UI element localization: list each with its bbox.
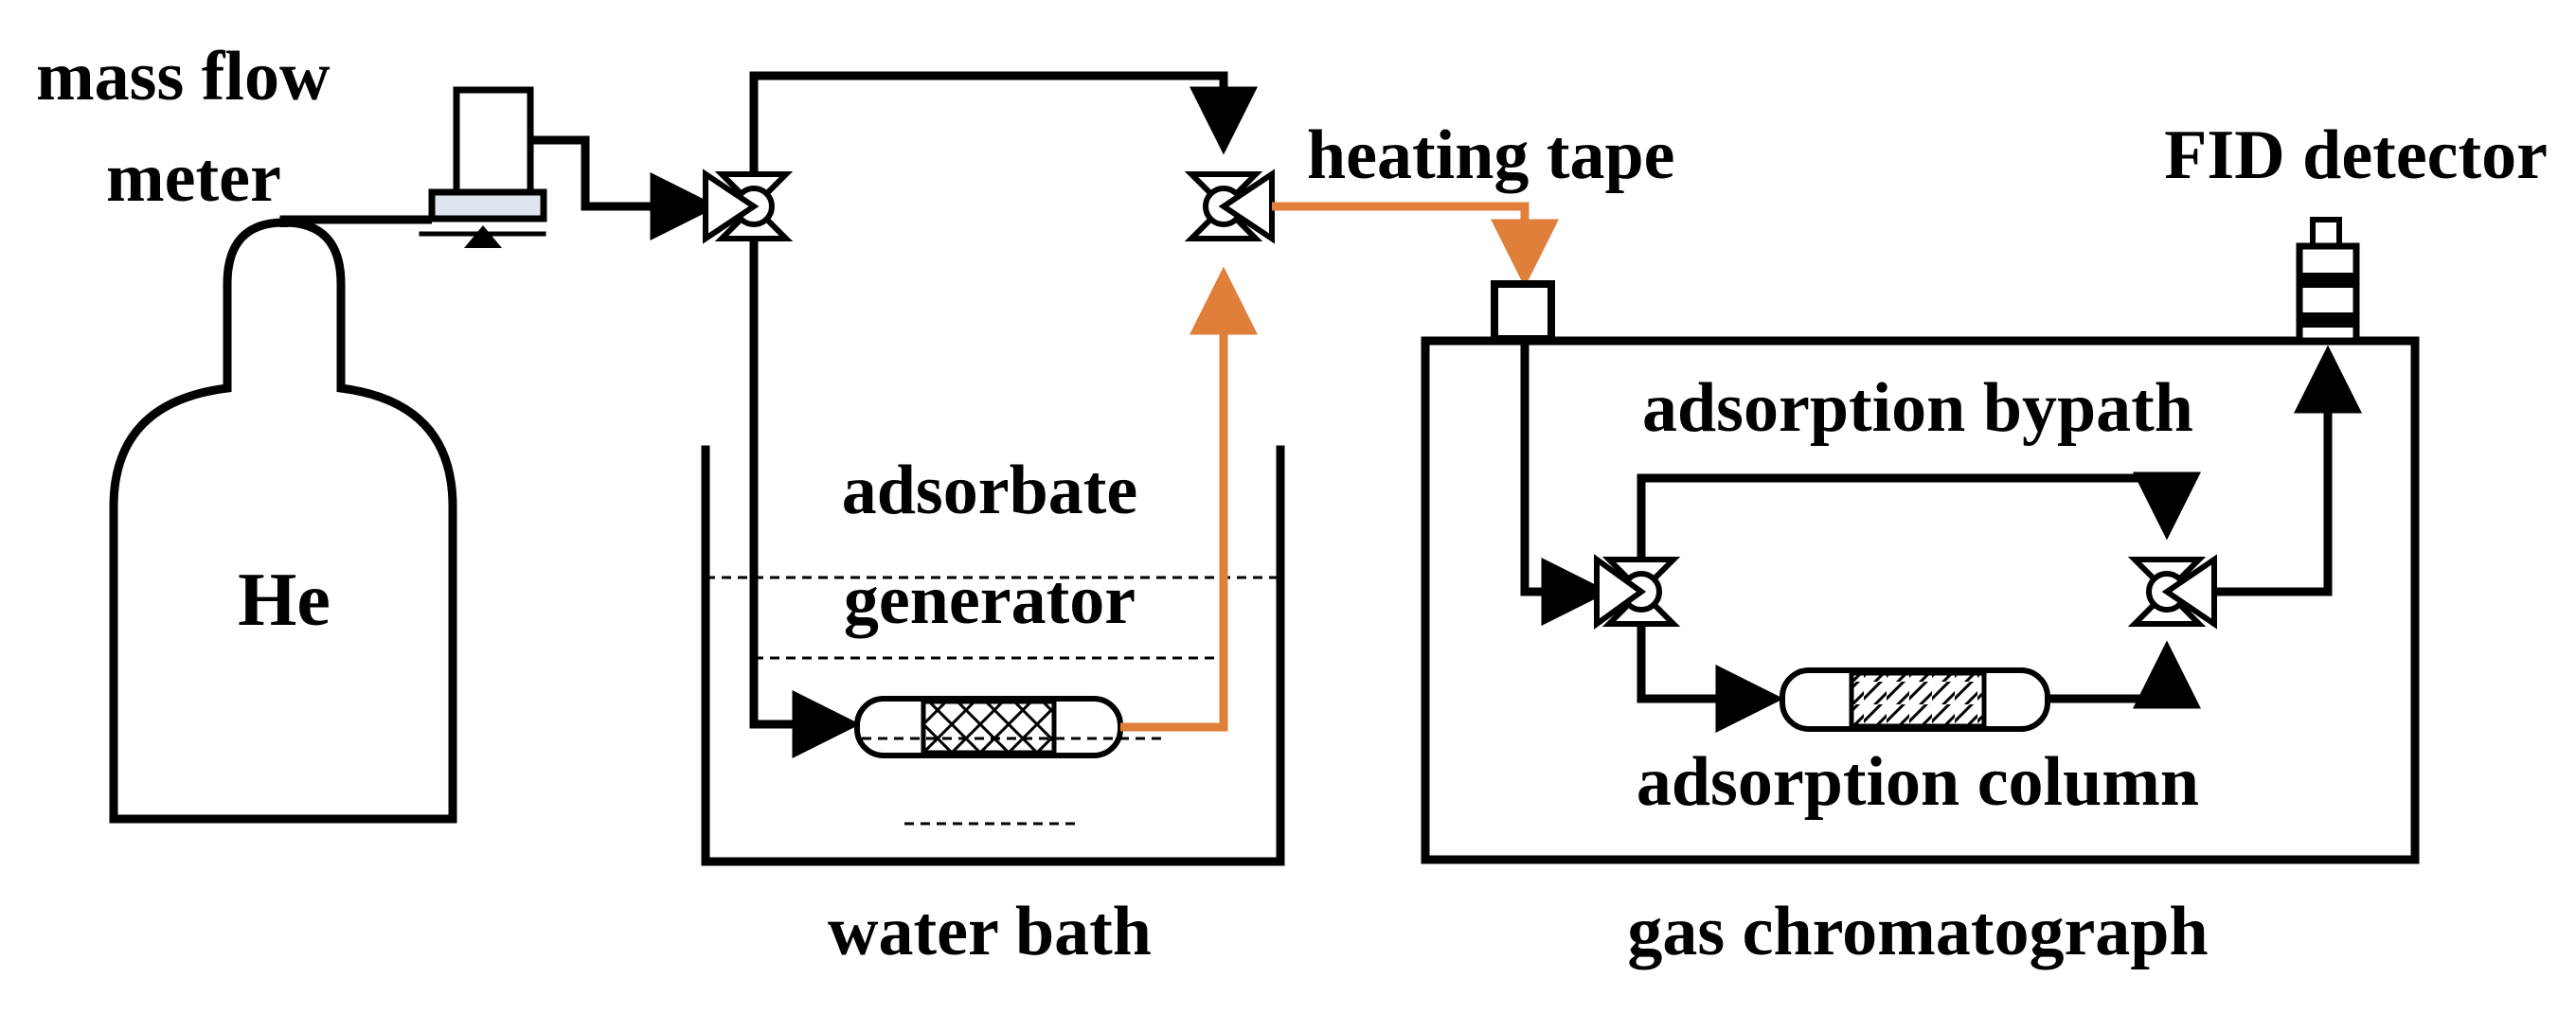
heating-tape-label: heating tape — [1307, 116, 1675, 194]
water-bath-label: water bath — [828, 893, 1152, 970]
mass-flow-meter-label-line1: mass flow — [36, 38, 331, 116]
fid-detector-label: FID detector — [2164, 116, 2548, 194]
adsorption-bypath-label: adsorption bypath — [1642, 369, 2193, 447]
three-way-valve-4 — [2135, 554, 2217, 630]
adsorbate-generator-tube — [854, 696, 1165, 758]
pipe-meter-to-valve — [530, 135, 719, 240]
pipe-generator-bypass — [749, 71, 1258, 172]
pipe-adsorption-bypath — [1637, 471, 2201, 559]
helium-cylinder: He — [109, 218, 457, 824]
helium-label: He — [238, 559, 331, 642]
adsorption-column-label: adsorption column — [1637, 743, 2199, 821]
pipe-valve-to-detector — [2214, 345, 2362, 596]
three-way-valve-1 — [703, 169, 786, 244]
mass-flow-meter — [419, 86, 547, 248]
three-way-valve-2 — [1191, 169, 1275, 244]
pipe-valve-to-column — [1637, 625, 1784, 733]
gc-inlet-port — [1491, 280, 1555, 343]
heated-line-generator-to-valve — [1120, 266, 1258, 732]
pipe-column-to-valve — [2048, 640, 2201, 709]
gas-chromatograph — [1421, 336, 2420, 864]
pipe-cylinder-to-meter — [279, 215, 432, 227]
pipe-to-generator — [749, 241, 861, 758]
adsorption-column — [1780, 667, 2050, 732]
mass-flow-meter-label-line2: meter — [106, 139, 281, 217]
gas-chromatograph-label: gas chromatograph — [1627, 893, 2208, 970]
three-way-valve-3 — [1594, 554, 1673, 630]
water-bath — [701, 445, 1285, 866]
pipe-gc-inlet-to-valve — [1520, 339, 1610, 626]
adsorbate-generator-label-line2: generator — [844, 561, 1136, 639]
heated-line-valve-to-gc — [1272, 202, 1559, 288]
fid-detector — [2296, 217, 2360, 345]
adsorbate-generator-label-line1: adsorbate — [842, 452, 1137, 529]
